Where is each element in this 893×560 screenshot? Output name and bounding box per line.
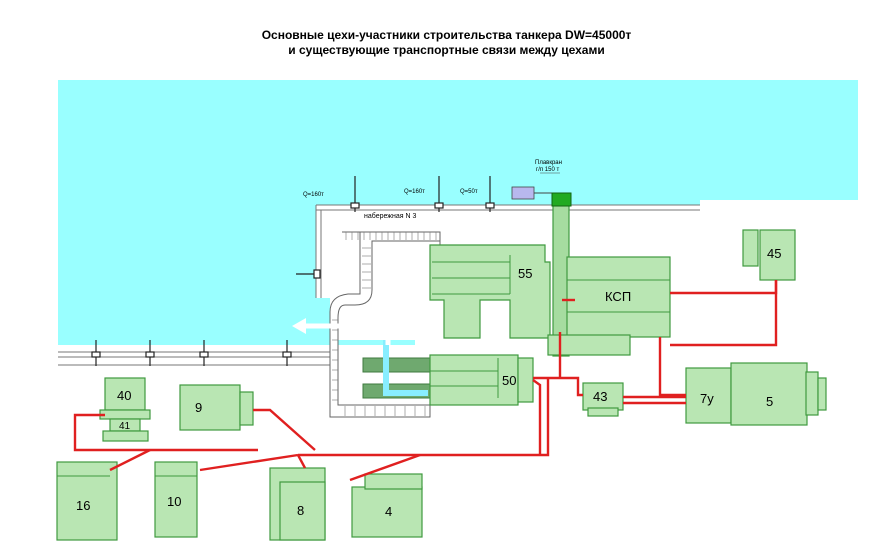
workshop-9-annex [239, 391, 254, 426]
crane-label-3: Q=50т [460, 189, 478, 195]
workshop-5-annex [805, 371, 819, 416]
workshop-5 [730, 362, 808, 426]
crane-label-1: Q=160т [303, 192, 324, 198]
workshop-4-label: 4 [385, 504, 392, 519]
flow-arrow-left [292, 318, 391, 345]
floating-crane [511, 186, 535, 200]
workshop-55 [429, 244, 551, 339]
workshop-55-label: 55 [518, 266, 532, 281]
lower-crane-markers [91, 340, 292, 366]
workshop-43 [582, 382, 624, 411]
ksp-label: КСП [605, 289, 631, 304]
side-crane-marker [296, 269, 321, 279]
workshop-45-label: 45 [767, 246, 781, 261]
workshop-8-label: 8 [297, 503, 304, 518]
workshop-50-annex [517, 357, 534, 403]
water-area [58, 80, 858, 345]
workshop-5-label: 5 [766, 394, 773, 409]
workshop-9-label: 9 [195, 400, 202, 415]
quay-label: набережная N 3 [364, 212, 416, 220]
workshop-16 [56, 461, 118, 541]
ksp-crane-top [551, 192, 572, 207]
workshop-10 [154, 461, 198, 538]
hull-section [362, 357, 434, 373]
workshop-41-label: 41 [119, 421, 131, 432]
floating-crane-label-1: Плавкран [535, 160, 562, 166]
workshop-43-base [587, 407, 619, 417]
slipway-hatching [332, 232, 440, 416]
workshop-8-inner [279, 481, 326, 541]
title-line-1: Основные цехи-участники строительства та… [261, 28, 632, 42]
workshop-41-base [102, 430, 149, 442]
workshop-40 [104, 377, 146, 411]
crane-label-2: Q=160т [404, 189, 425, 195]
workshop-4-top [364, 473, 423, 490]
workshop-40-base [99, 409, 151, 420]
workshop-50-label: 50 [502, 373, 516, 388]
workshop-16-label: 16 [76, 498, 90, 513]
workshop-5-end [817, 377, 827, 411]
workshop-7u [685, 367, 732, 424]
flow-arrow-up [383, 340, 428, 396]
title-line-2: и существующие транспортные связи между … [288, 43, 605, 57]
ksp-annex [547, 334, 631, 356]
workshop-45-annex [742, 229, 759, 267]
transport-routes [73, 280, 778, 482]
workshop-10-label: 10 [167, 494, 181, 509]
floating-crane-label-2: г/п 150 т [536, 167, 559, 173]
ksp-building [566, 256, 671, 338]
diagram-title: Основные цехи-участники строительства та… [0, 28, 893, 58]
workshop-40-label: 40 [117, 388, 131, 403]
workshop-43-label: 43 [593, 389, 607, 404]
workshop-7u-label: 7у [700, 391, 714, 406]
crane-marker [350, 176, 495, 212]
workshop-9 [179, 384, 241, 431]
workshop-45 [759, 229, 796, 281]
